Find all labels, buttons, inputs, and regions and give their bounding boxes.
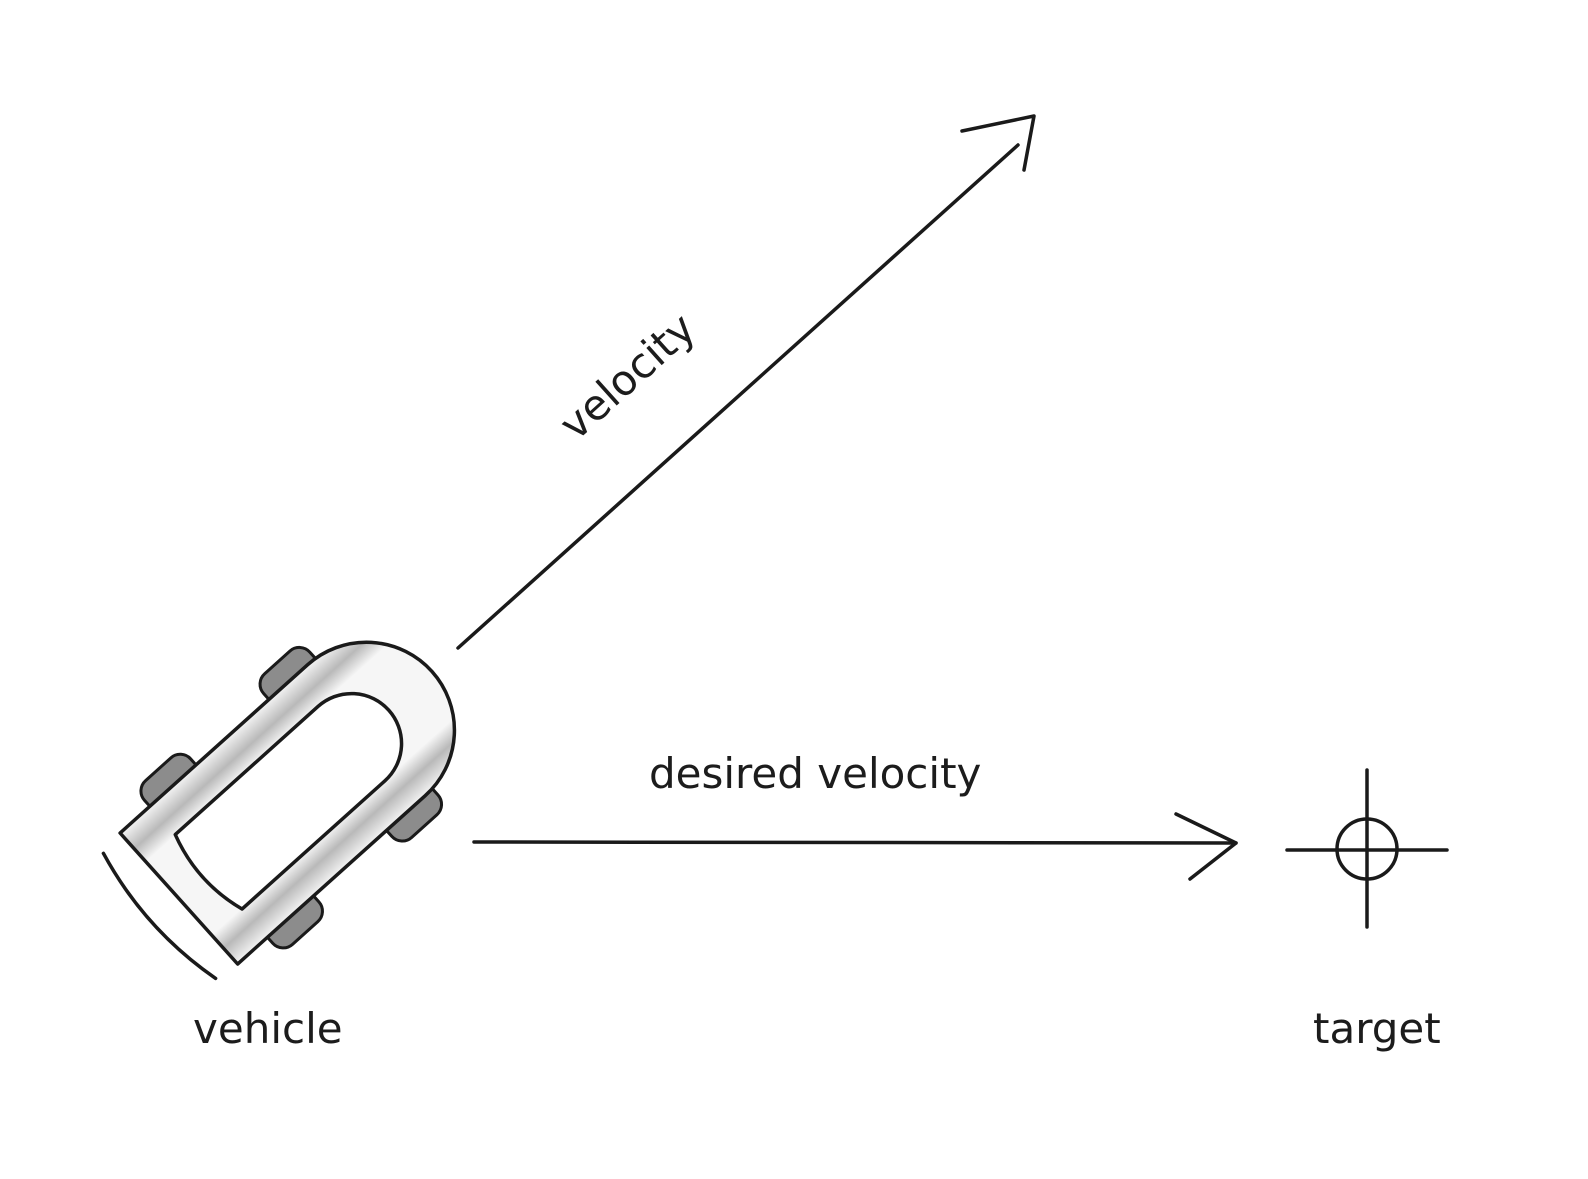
- desired-velocity-arrow-shaft: [472, 840, 1238, 845]
- target-label: target: [1313, 1004, 1441, 1053]
- velocity-arrow-head: [960, 114, 1036, 172]
- desired-velocity-arrow-head: [1174, 812, 1238, 881]
- target-circle: [1335, 817, 1399, 881]
- vehicle-cockpit: [173, 691, 404, 911]
- vehicle-icon: [101, 640, 457, 981]
- velocity-label: velocity: [550, 303, 705, 449]
- desired-velocity-arrow: [472, 812, 1238, 881]
- vehicle-label: vehicle: [193, 1004, 343, 1053]
- target-icon: [1285, 768, 1449, 929]
- vehicle-rear-bumper: [101, 851, 218, 981]
- desired-velocity-label: desired velocity: [649, 749, 981, 798]
- velocity-arrow-shaft: [456, 143, 1020, 650]
- velocity-arrow: [456, 114, 1036, 650]
